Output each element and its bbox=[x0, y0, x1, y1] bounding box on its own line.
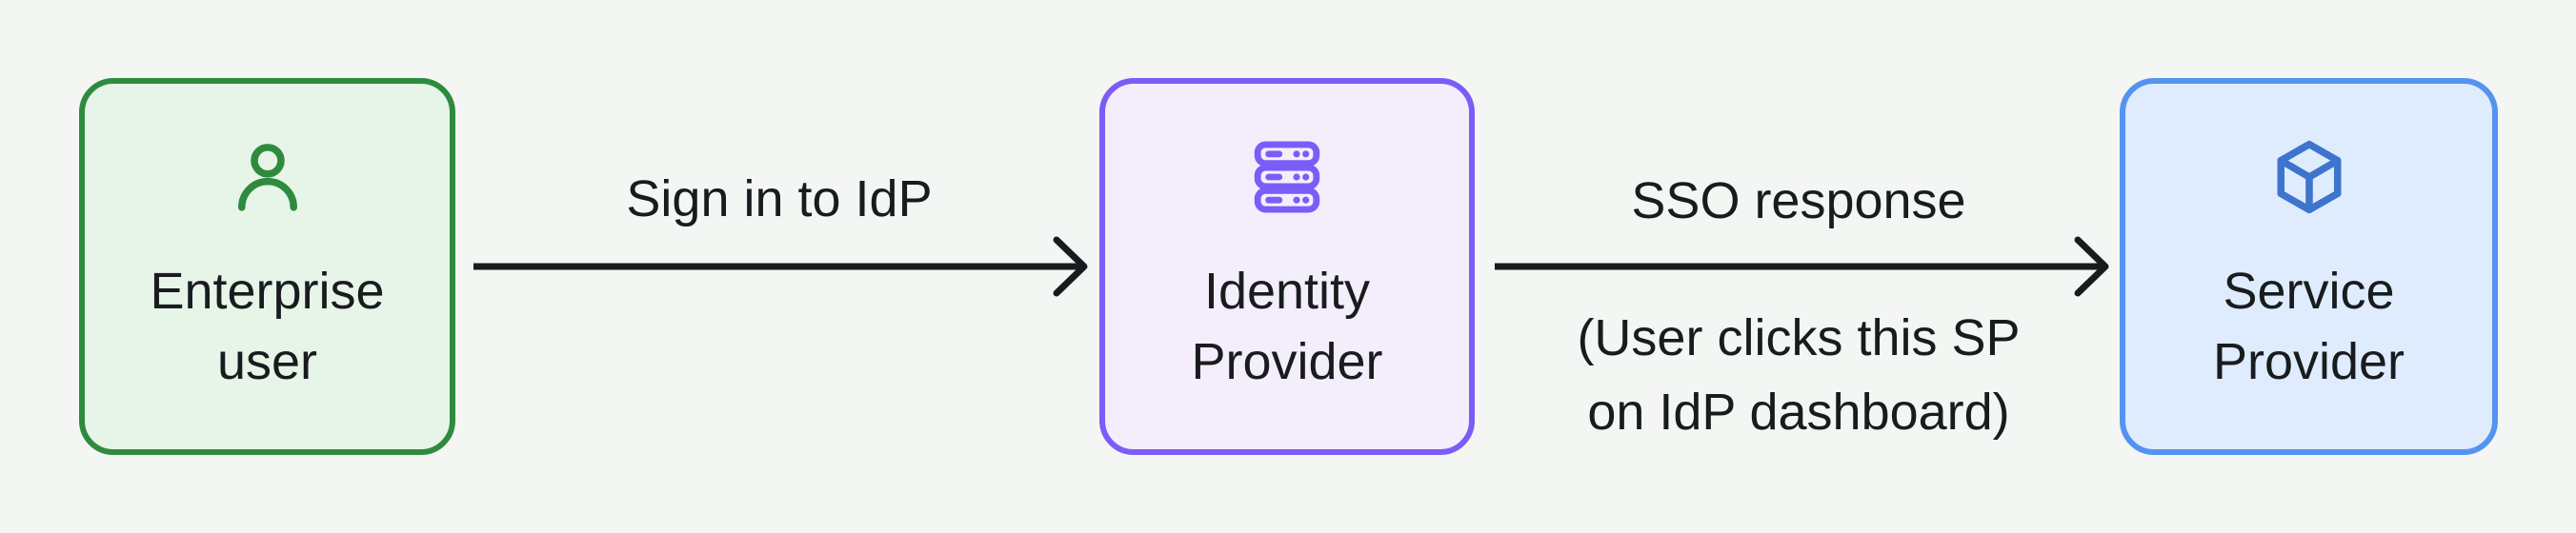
node-label: Enterprise user bbox=[150, 263, 385, 390]
arrowhead-icon bbox=[1053, 236, 1088, 297]
cube-icon bbox=[2268, 136, 2350, 218]
arrow-caption-line: (User clicks this SP bbox=[1577, 309, 2021, 366]
arrow-caption-sso: (User clicks this SP on IdP dashboard) bbox=[1475, 301, 2123, 449]
node-label: Identity Provider bbox=[1191, 263, 1383, 390]
arrow-label-sign-in-to-idp: Sign in to IdP bbox=[626, 170, 933, 227]
node-identity-provider: Identity Provider bbox=[1099, 78, 1475, 455]
arrow-sso-response bbox=[1495, 236, 2109, 297]
node-service-provider: Service Provider bbox=[2120, 78, 2498, 455]
arrow-caption-line: on IdP dashboard) bbox=[1587, 384, 2010, 441]
node-enterprise-user: Enterprise user bbox=[79, 78, 455, 455]
server-icon bbox=[1246, 136, 1328, 218]
user-icon bbox=[227, 136, 309, 218]
arrow-label-sso-response: SSO response bbox=[1631, 172, 1966, 229]
arrow-sign-in-to-idp bbox=[473, 236, 1088, 297]
arrowhead-icon bbox=[2074, 236, 2109, 297]
node-label: Service Provider bbox=[2212, 263, 2405, 390]
